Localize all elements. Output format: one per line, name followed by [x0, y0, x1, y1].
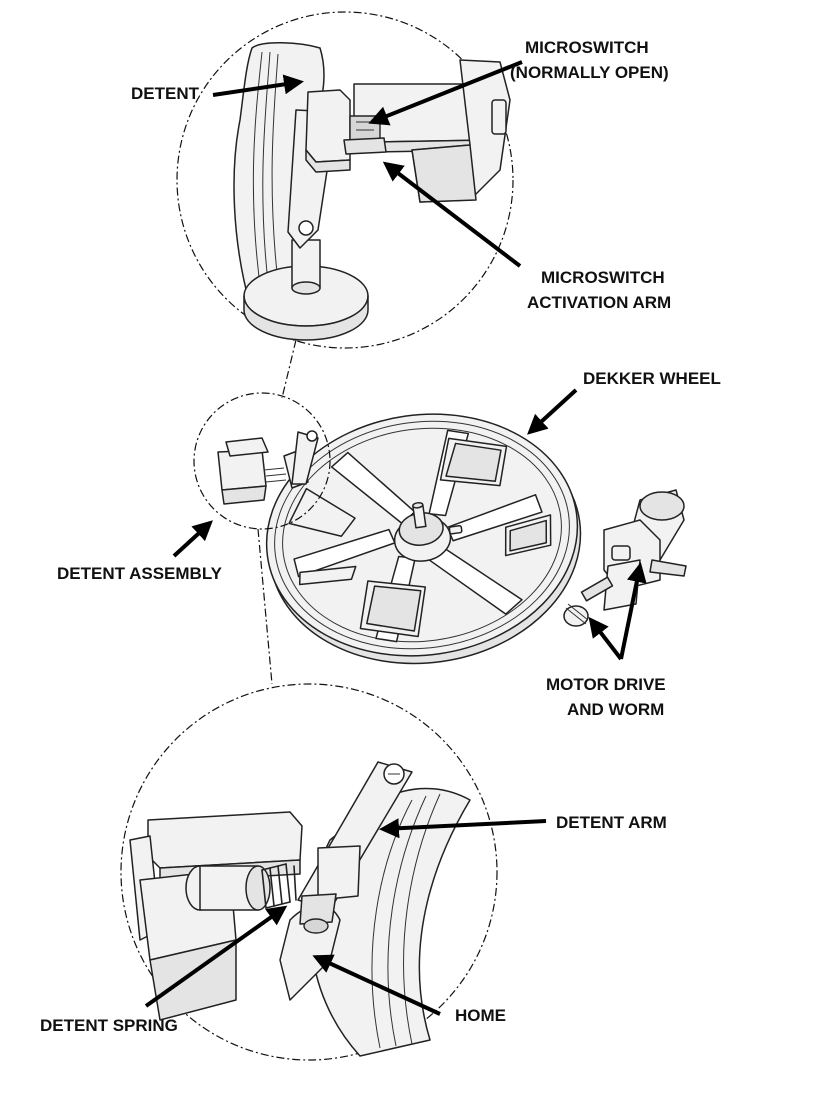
top-leader-line	[281, 339, 297, 399]
top-hub-base	[243, 239, 369, 341]
dekker-wheel	[265, 413, 582, 665]
label-detent-assembly: DETENT ASSEMBLY	[57, 564, 223, 583]
arrow-detent-arm	[379, 818, 547, 839]
label-activation-2: ACTIVATION ARM	[527, 293, 671, 312]
top-wheel-rim	[233, 41, 325, 306]
label-detent-spring: DETENT SPRING	[40, 1016, 178, 1035]
top-detail-circle	[176, 11, 514, 349]
arrow-detent-spring	[144, 905, 288, 1008]
top-microswitch-housing	[353, 59, 511, 203]
arrow-motor-1	[588, 616, 623, 661]
top-microswitch	[343, 115, 387, 155]
arrow-detent-assembly	[172, 520, 213, 558]
detent-assembly-small	[193, 392, 331, 530]
arrow-motor-2	[619, 562, 647, 660]
top-detent-block	[305, 89, 351, 173]
bottom-leader-line	[257, 528, 273, 685]
arrow-microswitch	[368, 60, 523, 126]
label-detent-top: DETENT	[131, 84, 200, 103]
label-detent-arm: DETENT ARM	[556, 813, 667, 832]
arrow-activation-arm	[382, 161, 522, 268]
label-microswitch-2: (NORMALLY OPEN)	[510, 63, 669, 82]
bottom-detent-arm	[297, 761, 413, 934]
arrow-home	[312, 954, 441, 1016]
arrow-detent	[212, 74, 304, 97]
motor-drive-and-worm	[563, 489, 687, 627]
label-microswitch-1: MICROSWITCH	[525, 38, 649, 57]
top-detail-view	[176, 11, 514, 349]
bottom-detail-circle	[120, 683, 498, 1061]
label-motor-2: AND WORM	[567, 700, 664, 719]
bottom-spring-housing	[129, 811, 303, 1021]
bottom-detail-view	[120, 683, 498, 1061]
label-activation-1: MICROSWITCH	[541, 268, 665, 287]
detent-assembly-circle	[193, 392, 331, 530]
arrow-dekker-wheel	[527, 388, 578, 435]
label-dekker-wheel: DEKKER WHEEL	[583, 369, 721, 388]
label-motor-1: MOTOR DRIVE	[546, 675, 666, 694]
label-home: HOME	[455, 1006, 506, 1025]
